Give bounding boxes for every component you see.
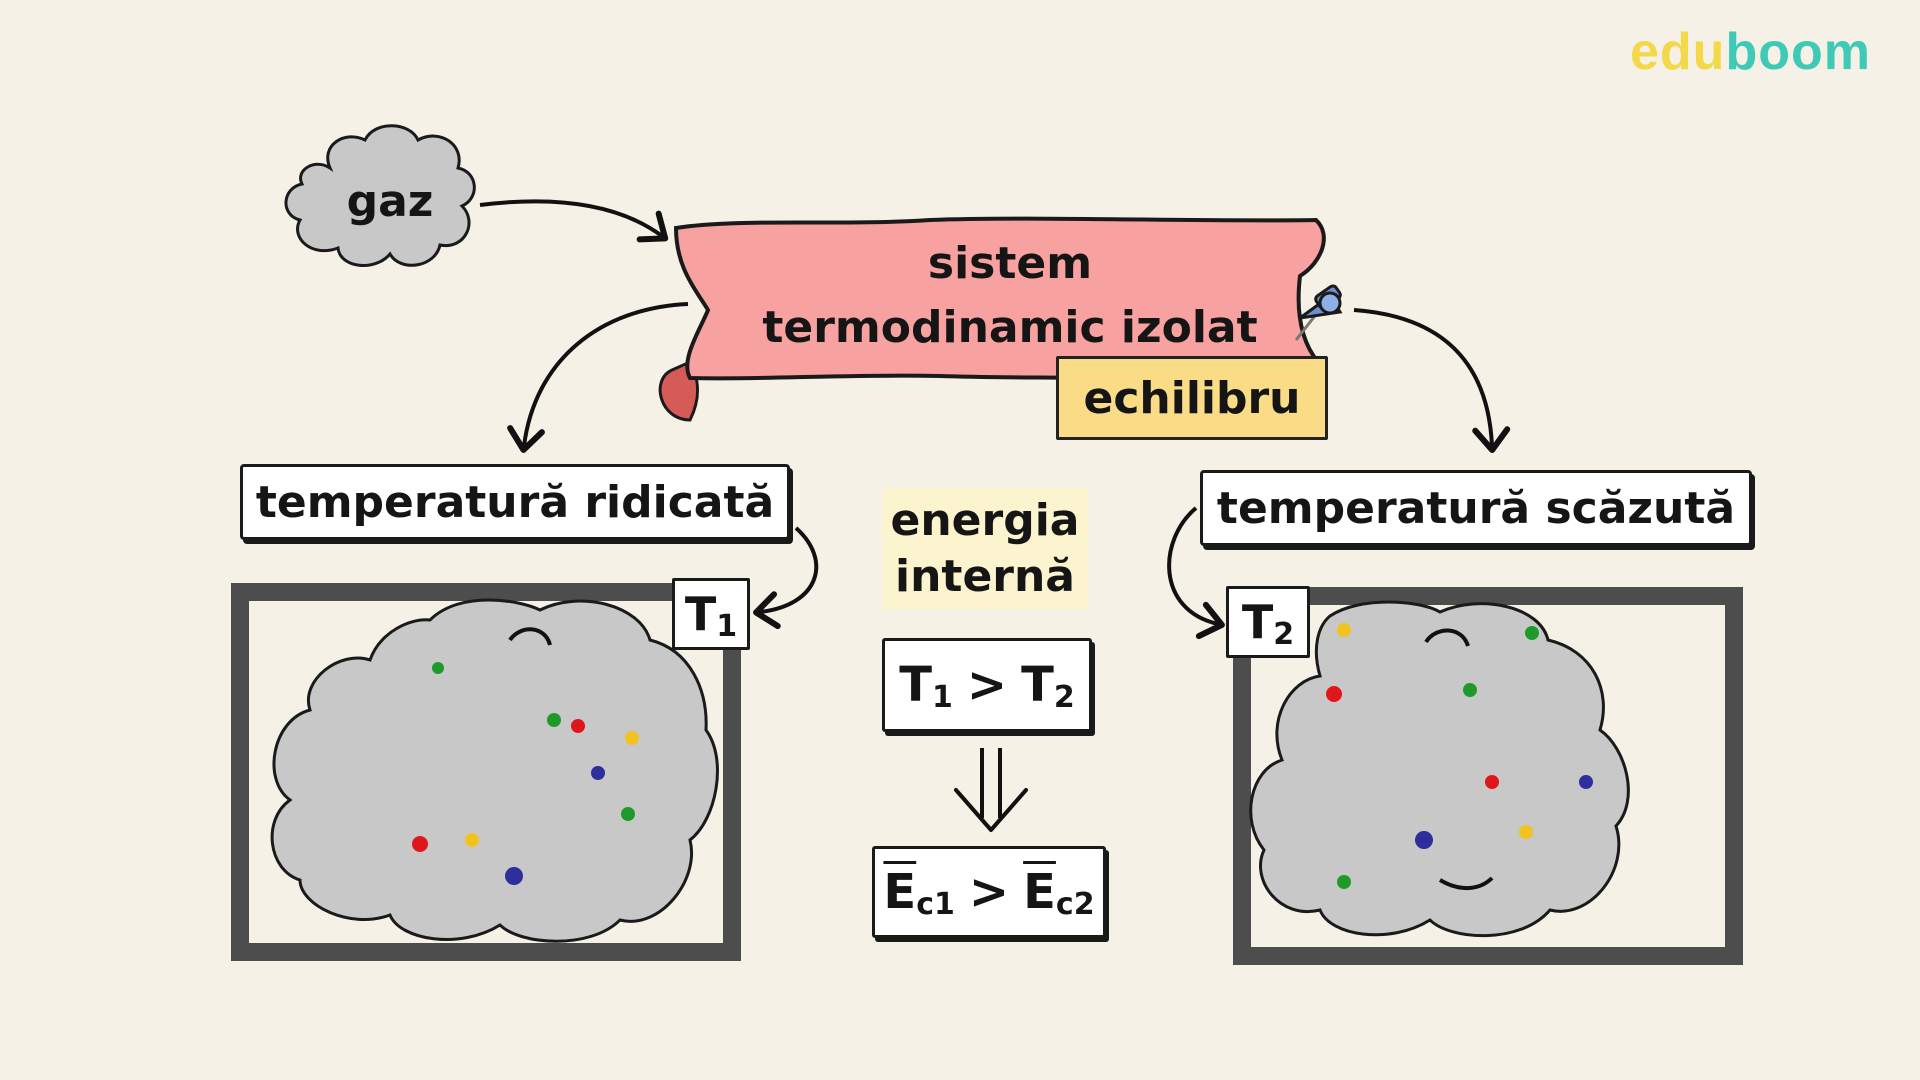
t1-tag-sub: 1 [716,608,738,644]
low-temperature-label: temperatură scăzută [1200,470,1752,546]
ec-left: E [883,864,917,920]
right-particles [1326,623,1593,889]
t1-tag-letter: T [684,587,717,641]
internal-energy-line1: energia [890,495,1080,546]
cmp-left-sub: 1 [932,679,953,715]
ec-left-sub: c1 [916,886,955,922]
gas-label: gaz [346,176,434,227]
system-title-line1: sistem [927,238,1093,289]
left-gas-cloud [270,598,719,943]
left-container-frame [231,583,741,961]
arrow-right-label-to-t2 [1167,506,1225,640]
arrow-system-to-right [1353,308,1511,453]
arrow-left-label-to-t1 [753,526,819,630]
internal-energy-box: energia internă [882,488,1088,610]
high-temperature-label: temperatură ridicată [240,464,790,540]
implies-arrow-icon [954,748,1028,832]
t2-tag-sub: 2 [1273,616,1295,652]
system-title: sistem termodinamic izolat [690,232,1330,360]
right-gas-cloud [1249,600,1630,938]
t2-tag-letter: T [1241,595,1274,649]
brand-part2: boom [1725,23,1871,81]
high-temperature-text: temperatură ridicată [255,476,775,528]
gas-cloud [284,124,476,267]
left-particles [412,662,639,885]
cmp-right: T [1021,657,1054,713]
internal-energy-line2: internă [895,551,1075,602]
low-temperature-text: temperatură scăzută [1216,482,1736,534]
arrow-gas-to-system [479,199,669,243]
right-container-frame [1233,587,1743,965]
push-pin-icon [1294,284,1343,341]
cmp-operator: > [966,657,1008,713]
equilibrium-label: echilibru [1083,372,1301,424]
equilibrium-box: echilibru [1056,356,1328,440]
system-title-line2: termodinamic izolat [762,302,1258,353]
ec-right: E [1023,864,1056,920]
brand-part1: edu [1630,23,1726,81]
ec-operator: > [968,864,1010,920]
ec-right-sub: c2 [1055,886,1095,922]
cmp-left: T [899,657,933,713]
cmp-right-sub: 2 [1053,679,1075,715]
arrow-system-to-left [507,302,689,453]
brand-logo: eduboom [1630,22,1871,82]
